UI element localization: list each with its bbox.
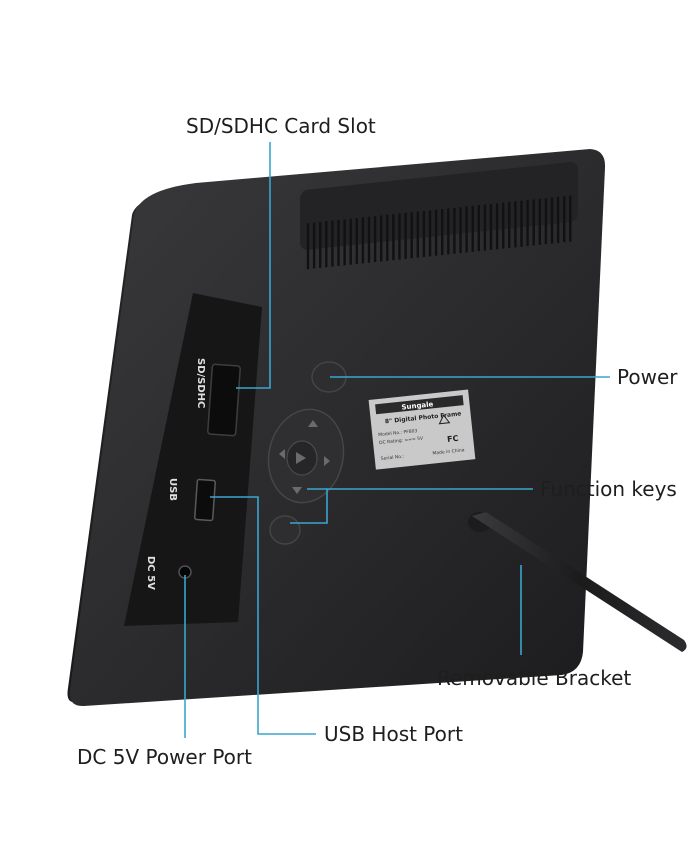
dpad-left-icon bbox=[279, 449, 285, 459]
removable-bracket bbox=[472, 512, 687, 652]
callout-power: Power bbox=[617, 365, 678, 389]
label-fc: FC bbox=[447, 434, 459, 444]
callout-usb-host-port: USB Host Port bbox=[324, 722, 463, 746]
leader-lines bbox=[184, 142, 610, 738]
dpad-center-icon bbox=[296, 452, 306, 464]
port-label-sd: SD/SDHC bbox=[195, 358, 206, 408]
usb-host-port bbox=[194, 478, 216, 522]
dpad-down-icon bbox=[292, 487, 302, 494]
label-made: Made in China bbox=[432, 447, 465, 456]
label-brand: Sungale bbox=[401, 400, 434, 411]
dpad-up-icon bbox=[308, 420, 318, 427]
rating-label-sticker: Sungale 8" Digital Photo Frame Model No.… bbox=[368, 389, 476, 470]
menu-button bbox=[269, 515, 301, 545]
label-serial: Serial No.: bbox=[381, 454, 405, 462]
port-label-dc: DC 5V bbox=[145, 556, 156, 590]
warning-icon bbox=[438, 414, 451, 425]
dpad-right-icon bbox=[324, 456, 330, 466]
callout-removable-bracket: Removable Bracket bbox=[437, 666, 632, 690]
leader-line-sd bbox=[236, 142, 271, 389]
port-label-usb: USB bbox=[167, 478, 178, 501]
photo-frame-device: SD/SDHC USB DC 5V Sungale 8" Digital Pho… bbox=[67, 149, 687, 707]
sd-card-slot bbox=[207, 363, 241, 437]
leader-line-usb bbox=[210, 496, 316, 735]
vent-slots bbox=[306, 195, 572, 270]
leader-line-function bbox=[290, 488, 533, 524]
label-model-no: Model No.: PF803 bbox=[378, 428, 418, 438]
callout-dc-power-port: DC 5V Power Port bbox=[77, 745, 252, 769]
label-rating: DC Rating: === 5V bbox=[379, 435, 424, 446]
callout-sd-card-slot: SD/SDHC Card Slot bbox=[186, 114, 376, 138]
callout-function-keys: Function keys bbox=[540, 477, 677, 501]
